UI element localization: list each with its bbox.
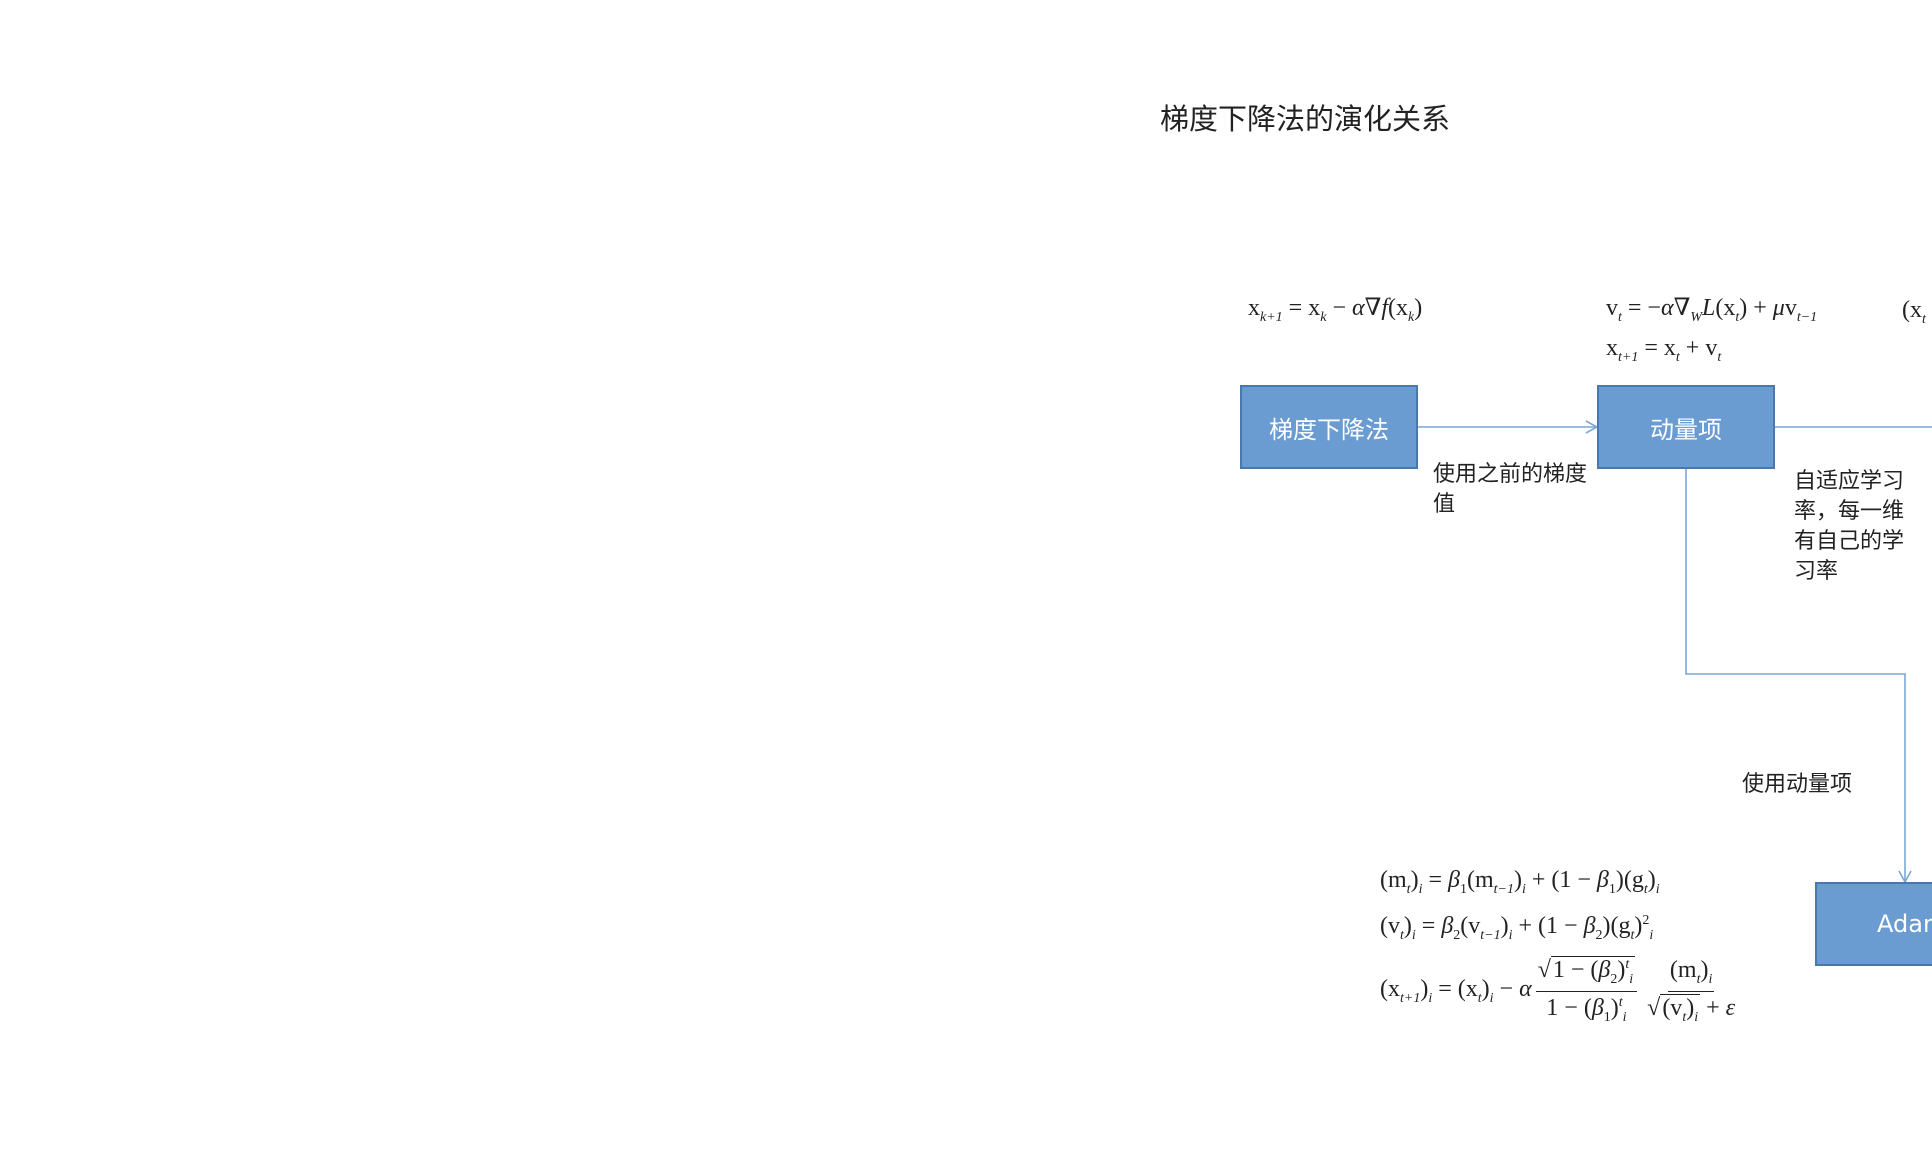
node-gradient-descent: 梯度下降法 [1240, 385, 1418, 469]
adam-formula-v: (vt)i = β2(vt−1)i + (1 − β2)(gt)2i [1380, 913, 1654, 943]
label-use-momentum: 使用动量项 [1742, 772, 1853, 797]
label-adaptive-lr: 自适应学习率，每一维有自己的学习率 [1794, 469, 1905, 584]
adam-formula-m: (mt)i = β1(mt−1)i + (1 − β1)(gt)i [1380, 867, 1660, 897]
clipped-formula: (xt [1902, 297, 1926, 327]
node-adam: Adam [1815, 882, 1932, 966]
arrow-momentum-to-adam [1685, 469, 1912, 884]
label-gd-to-momentum: 使用之前的梯度 值 [1433, 462, 1588, 517]
node-momentum: 动量项 [1597, 385, 1775, 469]
momentum-formula-x: xt+1 = xt + vt [1606, 335, 1722, 365]
diagram-title: 梯度下降法的演化关系 [1160, 102, 1451, 136]
momentum-formula-v: vt = −α∇WL(xt) + μvt−1 [1606, 295, 1818, 325]
gd-formula: xk+1 = xk − α∇f(xk) [1248, 295, 1423, 325]
adam-formula-x: (xt+1)i = (xt)i − α √1 − (β2)ti 1 − (β1)… [1380, 956, 1736, 1025]
